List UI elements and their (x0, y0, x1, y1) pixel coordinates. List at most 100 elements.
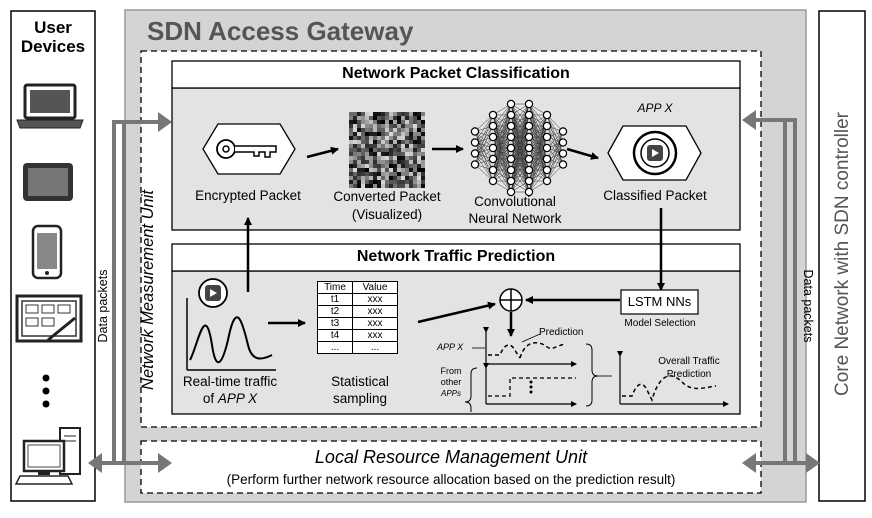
cnn-node (488, 165, 498, 175)
resource-unit-title: Local Resource Management Unit (314, 447, 588, 467)
converted-packet-line1: Converted Packet (333, 189, 441, 204)
cnn-node (506, 99, 516, 109)
overall-line1: Overall Traffic (658, 356, 720, 367)
cnn-node (558, 138, 568, 147)
resource-unit-box (140, 440, 762, 494)
core-network-box (818, 10, 866, 502)
core-network-label: Core Network with SDN controller (832, 111, 853, 397)
cnn-node (506, 165, 516, 175)
smartphone-icon (31, 224, 63, 280)
classification-title: Network Packet Classification (342, 65, 570, 82)
cnn-node (506, 143, 516, 153)
table-cell-value: xxx (352, 293, 398, 306)
more-devices-dots (42, 374, 50, 408)
realtime-line2-prefix: of (202, 391, 218, 406)
cnn-node (542, 154, 552, 164)
cnn-node (506, 110, 516, 120)
sampling-line2: sampling (332, 391, 388, 406)
cnn-node (506, 187, 516, 197)
cnn-node (524, 132, 534, 142)
table-cell-value: ... (352, 341, 398, 354)
cnn-node (524, 110, 534, 120)
cnn-node (524, 154, 534, 164)
table-cell-time: ... (317, 341, 353, 354)
right-data-arrows (742, 110, 820, 473)
arrow-cnn-to-classified (566, 147, 599, 160)
cnn-node (506, 154, 516, 164)
cnn-node (524, 187, 534, 197)
cnn-node (542, 176, 552, 186)
arrow-key-to-converted (306, 146, 339, 159)
cnn-node (524, 99, 534, 109)
cnn-node (488, 176, 498, 186)
other-apps-apps: APPs (440, 389, 461, 398)
lstm-label: LSTM NNs (627, 294, 692, 309)
cnn-node (488, 132, 498, 142)
data-packets-right-label: Data packets (801, 269, 815, 343)
converted-packet-label: Converted Packet (Visualized) (318, 188, 456, 224)
other-apps-chart (464, 363, 577, 412)
classified-packet-label: Classified Packet (603, 188, 707, 203)
cnn-node (542, 143, 552, 153)
table-cell-value: xxx (352, 317, 398, 330)
cnn-node (488, 154, 498, 164)
smart-whiteboard-icon (15, 294, 83, 343)
left-data-arrows (88, 112, 172, 473)
key-icon (202, 123, 296, 175)
gateway-title: SDN Access Gateway (147, 16, 414, 46)
table-header-time: Time (317, 281, 353, 294)
cnn-node (506, 176, 516, 186)
cnn-node (488, 110, 498, 120)
appx-small-label: APP X (437, 342, 464, 352)
overall-prediction-label: Overall Traffic Prediction (646, 355, 732, 381)
cnn-node (470, 160, 480, 169)
cnn-node (524, 121, 534, 131)
converted-packet-line2: (Visualized) (351, 207, 423, 222)
prediction-small-label: Prediction (539, 327, 584, 338)
table-row: ...... (317, 341, 398, 354)
cnn-node (488, 143, 498, 153)
overall-line2: Prediction (666, 369, 712, 380)
realtime-line2-app: APP X (217, 391, 258, 406)
cnn-node (470, 149, 480, 158)
realtime-line1: Real-time traffic (182, 374, 278, 389)
other-apps-from: From (440, 366, 462, 376)
prediction-title: Network Traffic Prediction (356, 248, 556, 265)
cnn-node (524, 143, 534, 153)
neural-network-icon (470, 99, 568, 197)
other-apps-other: other (440, 377, 462, 387)
cnn-node (542, 165, 552, 175)
encrypted-packet-label: Encrypted Packet (195, 188, 301, 203)
table-header-value: Value (352, 281, 398, 294)
cnn-node (558, 127, 568, 136)
cnn-node (470, 138, 480, 147)
classification-header (171, 60, 741, 89)
cnn-label-line2: Neural Network (468, 211, 562, 226)
table-cell-time: t1 (317, 293, 353, 306)
cnn-node (524, 165, 534, 175)
converted-packet-image (349, 112, 425, 188)
other-apps-label: From other APPs (436, 366, 466, 399)
model-selection-label: Model Selection (624, 318, 696, 329)
table-cell-time: t2 (317, 305, 353, 318)
cnn-node (542, 121, 552, 131)
table-header-row: Time Value (317, 281, 398, 294)
measurement-unit-label: Network Measurement Unit (139, 190, 157, 390)
realtime-traffic-label: Real-time traffic of APP X (170, 373, 290, 407)
tablet-icon (23, 163, 73, 201)
cnn-node (542, 110, 552, 120)
table-cell-value: xxx (352, 329, 398, 342)
cnn-node (506, 132, 516, 142)
data-packets-left-label: Data packets (96, 269, 110, 343)
prediction-header (171, 243, 741, 272)
cnn-node (524, 176, 534, 186)
arrow-sampling-to-combiner (417, 301, 496, 324)
combiner-icon (499, 288, 523, 312)
sampling-line1: Statistical (331, 374, 389, 389)
